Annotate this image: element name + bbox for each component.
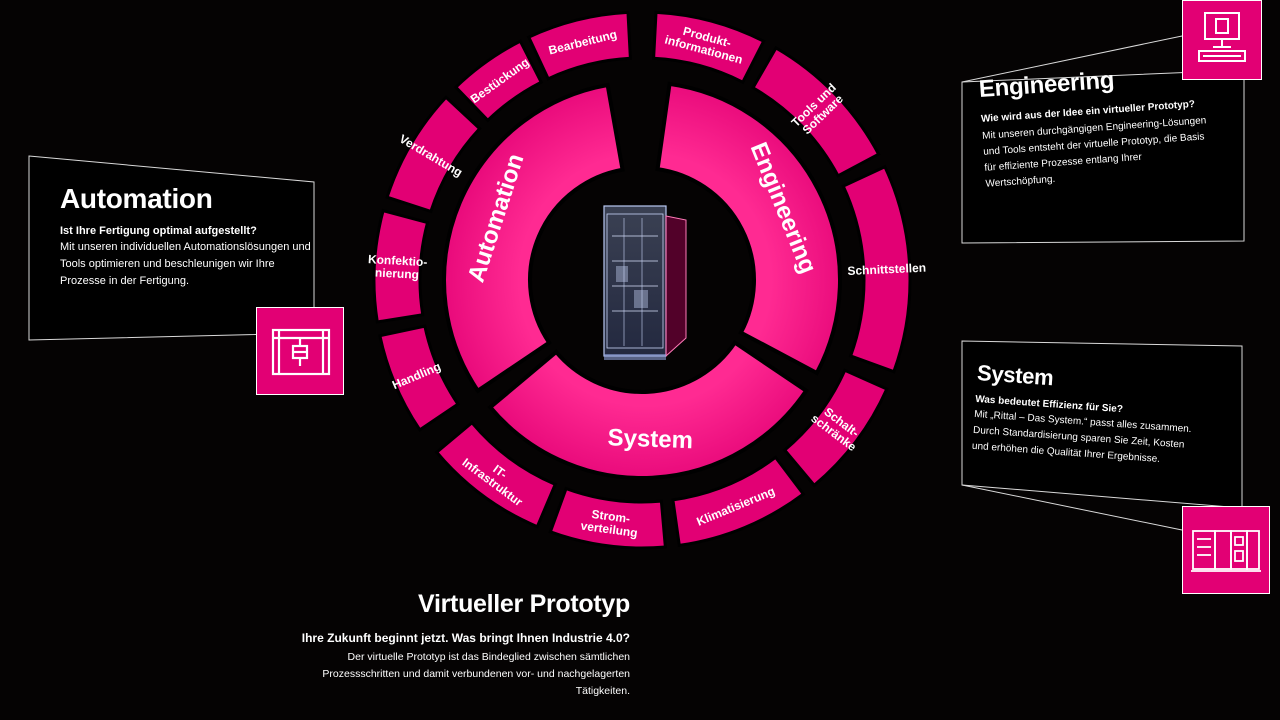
inner-segment-label: System bbox=[607, 424, 693, 454]
virtual-prototype-title: Virtueller Prototyp bbox=[418, 590, 630, 618]
virtual-prototype-body: Der virtuelle Prototyp ist das Bindeglie… bbox=[322, 651, 630, 697]
outer-segment[interactable]: Klimatisierung bbox=[671, 455, 806, 548]
outer-segment[interactable]: Verdrahtung bbox=[385, 95, 482, 214]
outer-segment[interactable]: Strom-verteilung bbox=[548, 486, 667, 550]
outer-segment[interactable]: Tools undSoftware bbox=[750, 45, 881, 178]
outer-segment[interactable]: Bearbeitung bbox=[526, 10, 632, 81]
enclosure-system-icon[interactable] bbox=[1182, 506, 1270, 594]
outer-segment[interactable]: Konfektio-nierung bbox=[367, 208, 430, 324]
engineering-panel: Engineering Wie wird aus der Idee ein vi… bbox=[960, 0, 1270, 245]
virtual-prototype-block: Virtueller Prototyp Ihre Zukunft beginnt… bbox=[290, 590, 631, 700]
gantry-robot-icon[interactable] bbox=[256, 307, 344, 395]
outer-segment[interactable]: Bestückung bbox=[453, 39, 544, 123]
outer-segment[interactable]: Schnittstellen bbox=[841, 164, 926, 374]
outer-segment[interactable]: Produkt-informationen bbox=[652, 10, 766, 85]
outer-segment[interactable]: Schalt-schränke bbox=[782, 368, 889, 488]
automation-body: Mit unseren individuellen Automationslös… bbox=[60, 241, 311, 287]
virtual-prototype-lead: Ihre Zukunft beginnt jetzt. Was bringt I… bbox=[301, 631, 630, 645]
engineering-panel-frame bbox=[961, 35, 1245, 244]
outer-segment-label: Schnittstellen bbox=[847, 261, 926, 278]
inner-segment-system[interactable]: System bbox=[487, 339, 809, 480]
automation-lead: Ist Ihre Fertigung optimal aufgestellt? bbox=[60, 225, 257, 237]
computer-workstation-icon[interactable] bbox=[1182, 0, 1262, 80]
enclosure-cabinet-icon bbox=[603, 205, 687, 360]
automation-panel: Automation Ist Ihre Fertigung optimal au… bbox=[28, 155, 344, 395]
system-panel: System Was bedeutet Effizienz für Sie? M… bbox=[960, 340, 1272, 595]
automation-title: Automation bbox=[60, 183, 213, 214]
outer-segment-label: Konfektio-nierung bbox=[367, 252, 428, 282]
outer-segment[interactable]: Handling bbox=[378, 324, 461, 432]
inner-segment-automation[interactable]: Automation bbox=[442, 82, 625, 394]
